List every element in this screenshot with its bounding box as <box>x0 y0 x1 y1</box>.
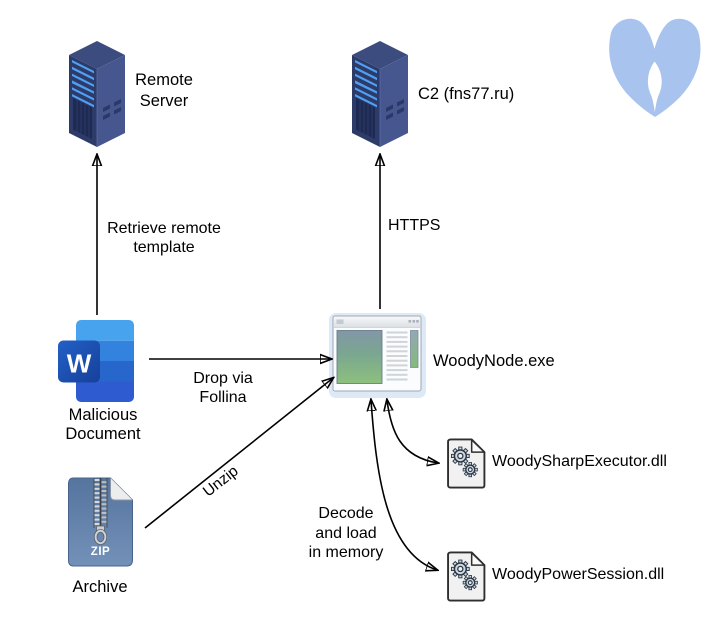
dll-sharp-executor-node <box>446 438 486 489</box>
retrieve-template-label: Retrieve remote template <box>107 220 221 256</box>
unzip-label: Unzip <box>199 462 242 501</box>
zip-file-icon: ZIP <box>68 477 133 567</box>
zipper <box>93 477 108 545</box>
server-door-grille <box>76 100 90 138</box>
gear-small <box>462 575 478 591</box>
remote-server-node <box>64 40 130 148</box>
woodynode-label: WoodyNode.exe <box>433 352 555 370</box>
page-fold <box>470 439 486 453</box>
word-w-letter: W <box>67 349 92 379</box>
word-document-icon: W <box>58 320 134 402</box>
application-window-icon <box>329 313 426 398</box>
dll-file-icon <box>447 551 486 602</box>
malicious-document-label: Malicious Document <box>65 406 141 443</box>
dll-file-icon <box>447 438 486 489</box>
gear-small <box>462 462 478 478</box>
window-scrollbar <box>410 330 419 368</box>
drop-follina-label: Drop via Follina <box>193 370 253 406</box>
c2-server-node <box>347 40 413 148</box>
archive-node: ZIP <box>67 477 134 567</box>
remote-server-label: Remote Server <box>135 71 193 110</box>
server-icon <box>69 41 125 147</box>
woodynode-node <box>329 313 426 398</box>
malicious-document-node: W <box>57 319 135 404</box>
server-vents <box>386 99 404 120</box>
dll-power-session-label: WoodyPowerSession.dll <box>492 566 665 583</box>
https-label: HTTPS <box>388 217 441 234</box>
server-icon <box>352 41 408 147</box>
server-led-stripes <box>355 60 377 108</box>
malwarebytes-m-icon <box>609 18 701 118</box>
dll-sharp-executor-label: WoodySharpExecutor.dll <box>492 453 667 470</box>
page-fold <box>470 552 486 566</box>
gear-large <box>450 446 470 466</box>
server-led-stripes <box>72 60 94 108</box>
dll-power-session-node <box>446 551 486 602</box>
c2-server-label: C2 (fns77.ru) <box>418 85 515 103</box>
decode-load-label: Decode and load in memory <box>308 505 384 561</box>
window-text-lines <box>386 331 408 381</box>
archive-label: Archive <box>72 578 128 596</box>
gear-large <box>450 559 470 579</box>
window-buttons <box>408 320 419 323</box>
server-vents <box>103 99 121 120</box>
window-titlebar <box>334 317 420 327</box>
arrow-decode-sharp-executor <box>387 400 438 463</box>
server-door-grille <box>359 100 373 138</box>
zip-badge: ZIP <box>91 546 110 558</box>
page-fold <box>110 478 133 500</box>
word-w-tile <box>58 340 100 383</box>
window-content-pane <box>336 330 383 384</box>
malwarebytes-logo <box>599 11 709 123</box>
